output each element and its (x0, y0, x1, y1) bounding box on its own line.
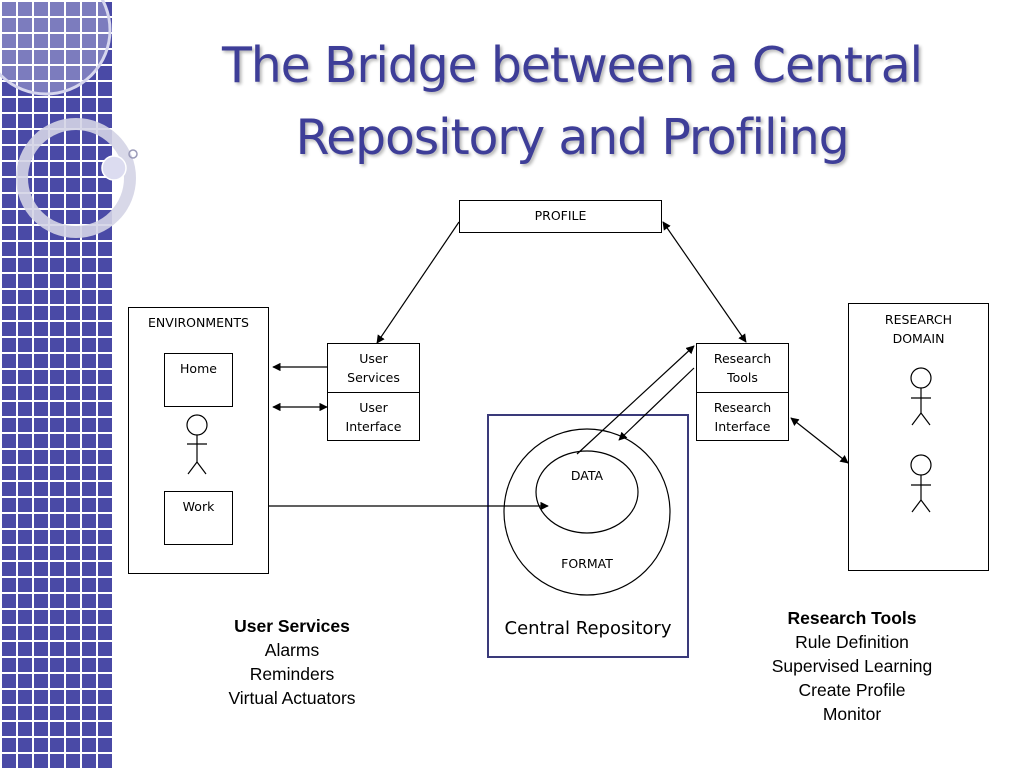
research-interface-label-line-1: Research (713, 400, 772, 415)
format-circle (503, 428, 671, 596)
research-tools-notes-heading: Research Tools (787, 608, 917, 628)
work-box: Work (164, 491, 233, 545)
arrow-profile-to-user-services (376, 221, 460, 344)
arrow-research-interface-domain (790, 417, 849, 464)
page-title-line-2: Repository and Profiling (295, 109, 849, 166)
home-label: Home (180, 361, 217, 376)
research-tools-note-item: Monitor (822, 704, 882, 724)
user-services-label-line-2: Services (347, 370, 400, 385)
research-interface-box: Research Interface (696, 392, 789, 441)
user-services-notes-heading: User Services (234, 616, 350, 636)
person-icon-researcher-2 (910, 454, 932, 513)
decorative-circles (0, 0, 138, 238)
research-tools-box: Research Tools (696, 343, 789, 393)
page-title-line-1: The Bridge between a Central (222, 37, 923, 94)
research-domain-box: RESEARCH DOMAIN (848, 303, 989, 571)
research-interface-label-line-2: Interface (714, 419, 771, 434)
research-tools-label-line-1: Research (713, 351, 772, 366)
person-icon-researcher-1 (910, 367, 932, 426)
format-label: FORMAT (561, 556, 613, 571)
profile-box: PROFILE (459, 200, 662, 233)
arrow-profile-research-tools (662, 221, 747, 343)
arrow-research-tools-to-data (618, 367, 695, 441)
work-label: Work (182, 499, 215, 514)
user-services-note-item: Virtual Actuators (228, 688, 356, 708)
arrow-data-to-research-tools (576, 345, 695, 455)
central-repository-box (487, 414, 689, 658)
central-repository-label: Central Repository (504, 618, 672, 639)
environments-box: ENVIRONMENTS (128, 307, 269, 574)
environments-label: ENVIRONMENTS (148, 315, 249, 330)
research-tools-label-line-2: Tools (727, 370, 758, 385)
research-domain-label-line-2: DOMAIN (892, 331, 945, 346)
user-services-box: User Services (327, 343, 420, 393)
user-interface-box: User Interface (327, 392, 420, 441)
research-tools-note-item: Supervised Learning (771, 656, 933, 676)
user-services-label-line-1: User (359, 351, 388, 366)
research-domain-label-line-1: RESEARCH (884, 312, 953, 327)
research-tools-note-item: Rule Definition (795, 632, 909, 652)
person-icon-home (186, 414, 208, 475)
user-services-note-item: Alarms (264, 640, 320, 660)
research-tools-notes: Research Tools Rule Definition Supervise… (732, 606, 972, 726)
research-tools-note-item: Create Profile (798, 680, 906, 700)
data-ellipse (535, 450, 639, 534)
user-services-note-item: Reminders (249, 664, 335, 684)
profile-label: PROFILE (534, 208, 587, 223)
data-label: DATA (570, 468, 604, 483)
user-interface-label-line-1: User (359, 400, 388, 415)
user-interface-label-line-2: Interface (345, 419, 402, 434)
home-box: Home (164, 353, 233, 407)
user-services-notes: User Services Alarms Reminders Virtual A… (182, 614, 402, 710)
